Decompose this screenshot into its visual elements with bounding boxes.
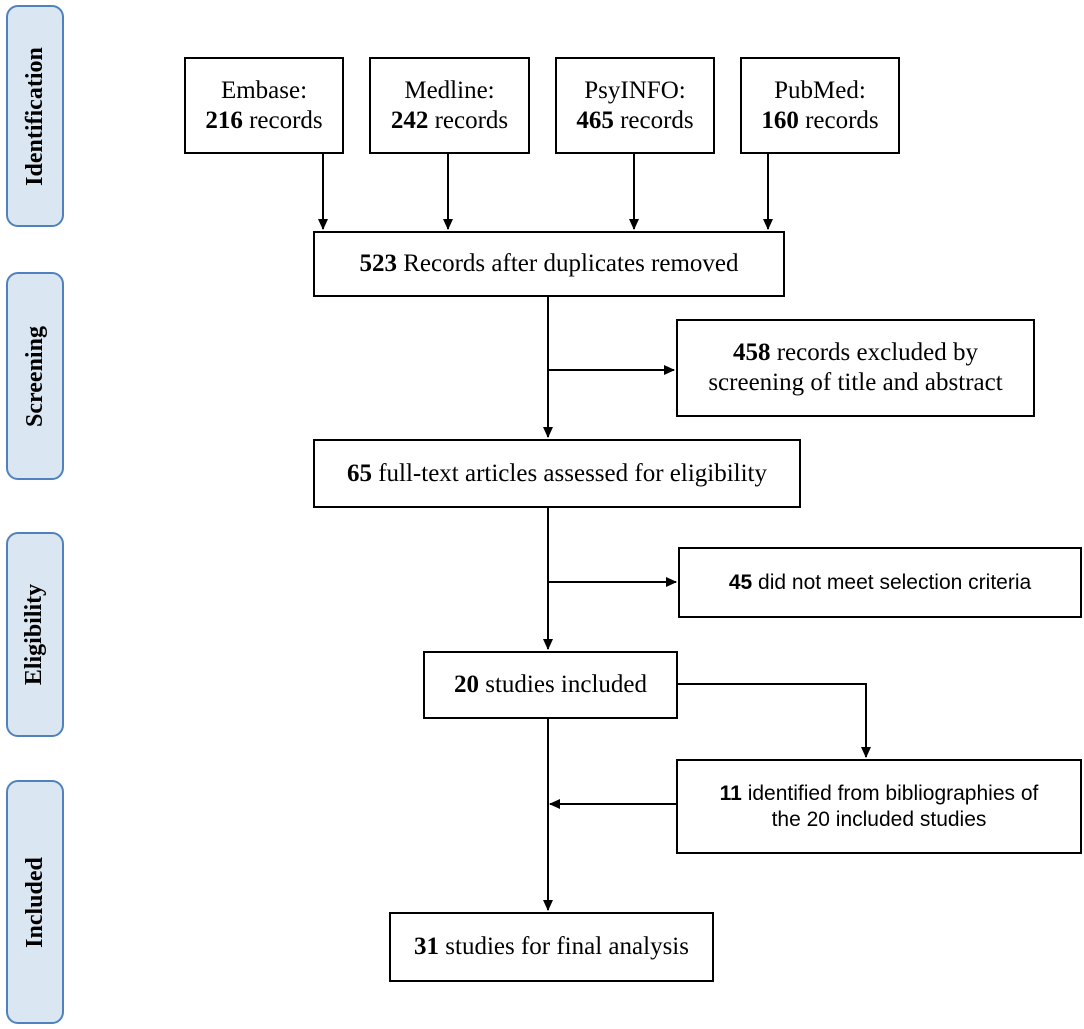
excluded-screening-count: 458 bbox=[732, 339, 771, 366]
source-name: Medline: bbox=[404, 76, 495, 104]
source-unit: records bbox=[805, 106, 879, 134]
excluded-screening-text: records excluded by bbox=[776, 339, 979, 366]
bibliographies-text: identified from bibliographies of bbox=[747, 782, 1039, 806]
arrow-to-bibliographies bbox=[678, 683, 871, 758]
source-box-pubmed: PubMed: 160 records bbox=[740, 57, 900, 154]
final-text: studies for final analysis bbox=[445, 933, 689, 960]
full-text-count: 65 bbox=[346, 459, 372, 487]
excluded-eligibility-text: did not meet selection criteria bbox=[758, 570, 1032, 594]
included-studies-text: studies included bbox=[485, 671, 648, 698]
bibliographies-box: 11 identified from bibliographies of the… bbox=[676, 759, 1082, 854]
final-count: 31 bbox=[414, 933, 440, 960]
source-count: 242 bbox=[390, 106, 429, 134]
source-box-psyinfo: PsyINFO: 465 records bbox=[555, 57, 715, 154]
source-count: 160 bbox=[761, 106, 799, 134]
source-unit: records bbox=[249, 106, 323, 134]
excluded-eligibility-count: 45 bbox=[728, 570, 753, 594]
source-count: 216 bbox=[205, 106, 243, 134]
source-name: PubMed: bbox=[774, 76, 866, 104]
source-box-embase: Embase: 216 records bbox=[184, 57, 344, 154]
stage-eligibility: Eligibility bbox=[6, 532, 64, 737]
source-name: PsyINFO: bbox=[584, 76, 686, 104]
after-duplicates-count: 523 bbox=[359, 250, 397, 277]
stage-included: Included bbox=[6, 780, 64, 1024]
excluded-eligibility-box: 45 did not meet selection criteria bbox=[678, 547, 1082, 618]
bibliographies-text2: the 20 included studies bbox=[771, 807, 987, 831]
stage-identification: Identification bbox=[6, 5, 64, 227]
full-text-box: 65 full-text articles assessed for eligi… bbox=[313, 439, 801, 508]
final-box: 31 studies for final analysis bbox=[389, 912, 714, 982]
included-studies-box: 20 studies included bbox=[423, 651, 678, 719]
source-unit: records bbox=[434, 106, 509, 134]
source-box-medline: Medline: 242 records bbox=[369, 57, 530, 154]
included-studies-count: 20 bbox=[453, 671, 479, 698]
after-duplicates-text: Records after duplicates removed bbox=[403, 250, 739, 277]
source-name: Embase: bbox=[220, 76, 308, 104]
after-duplicates-box: 523 Records after duplicates removed bbox=[313, 231, 785, 297]
excluded-screening-text2: screening of title and abstract bbox=[708, 369, 1003, 396]
source-unit: records bbox=[620, 106, 694, 134]
bibliographies-count: 11 bbox=[719, 782, 742, 806]
source-count: 465 bbox=[576, 106, 614, 134]
stage-screening: Screening bbox=[6, 272, 64, 480]
excluded-screening-box: 458 records excluded by screening of tit… bbox=[676, 319, 1035, 417]
full-text-text: full-text articles assessed for eligibil… bbox=[378, 459, 768, 487]
